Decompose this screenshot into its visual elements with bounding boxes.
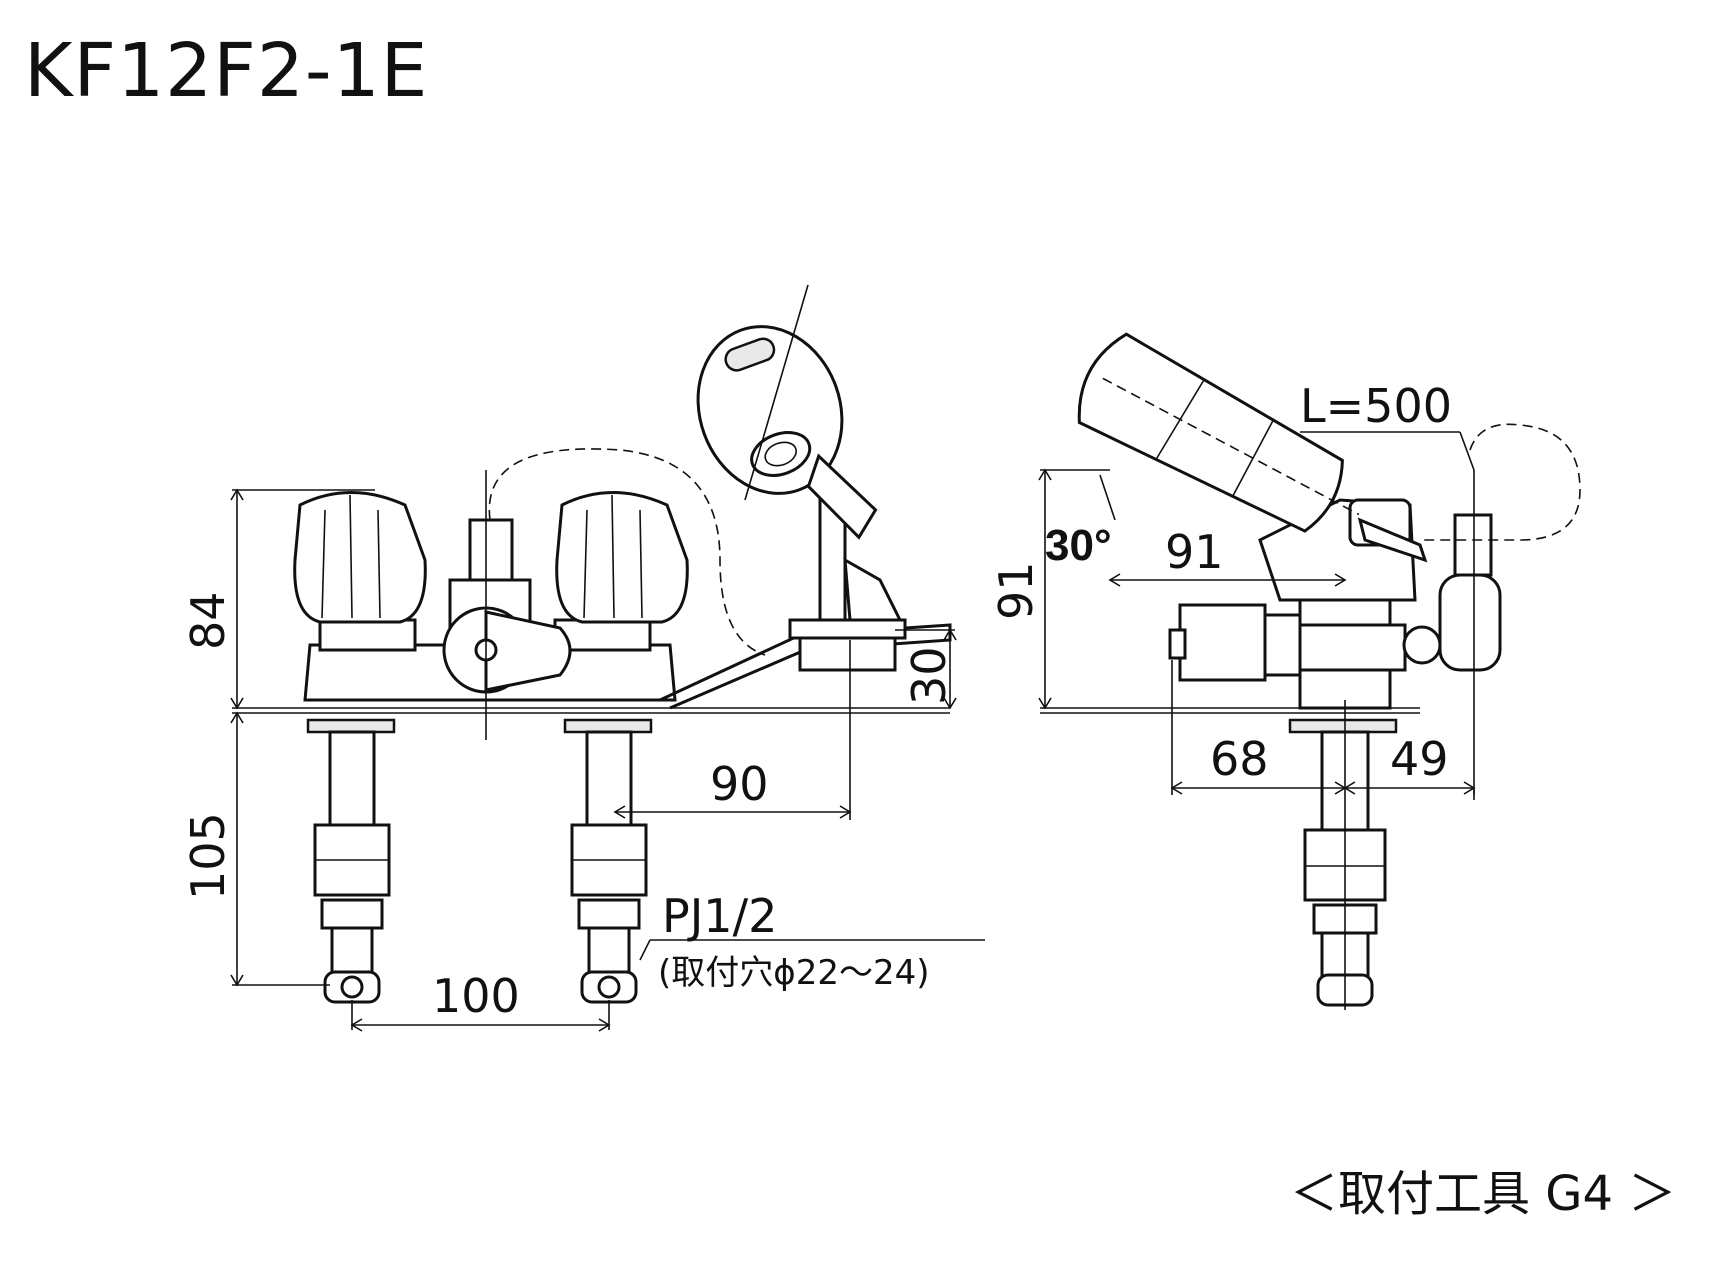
dim-91-reach: 91 [1165, 525, 1224, 579]
hose-length: L=500 [1300, 379, 1452, 433]
dim-100: 100 [432, 969, 520, 1023]
dim-30: 30 [902, 646, 956, 705]
angle-30: 30° [1045, 521, 1112, 570]
dim-90: 90 [710, 757, 769, 811]
dim-91-height: 91 [989, 561, 1043, 620]
front-view: 84 105 30 90 100 PJ1/2 (取付穴ϕ22～24) [181, 284, 985, 1032]
side-view: L=500 30° 91 91 68 49 [989, 332, 1581, 1010]
dim-105: 105 [181, 812, 235, 900]
dim-68: 68 [1210, 732, 1269, 786]
thread-label: PJ1/2 [662, 889, 777, 943]
hole-note: (取付穴ϕ22～24) [658, 953, 930, 993]
dim-49: 49 [1390, 732, 1449, 786]
tool-note: ＜取付工具 G4 ＞ [1290, 1166, 1677, 1222]
model-number-title: KF12F2-1E [24, 28, 429, 114]
dim-84: 84 [181, 591, 235, 650]
